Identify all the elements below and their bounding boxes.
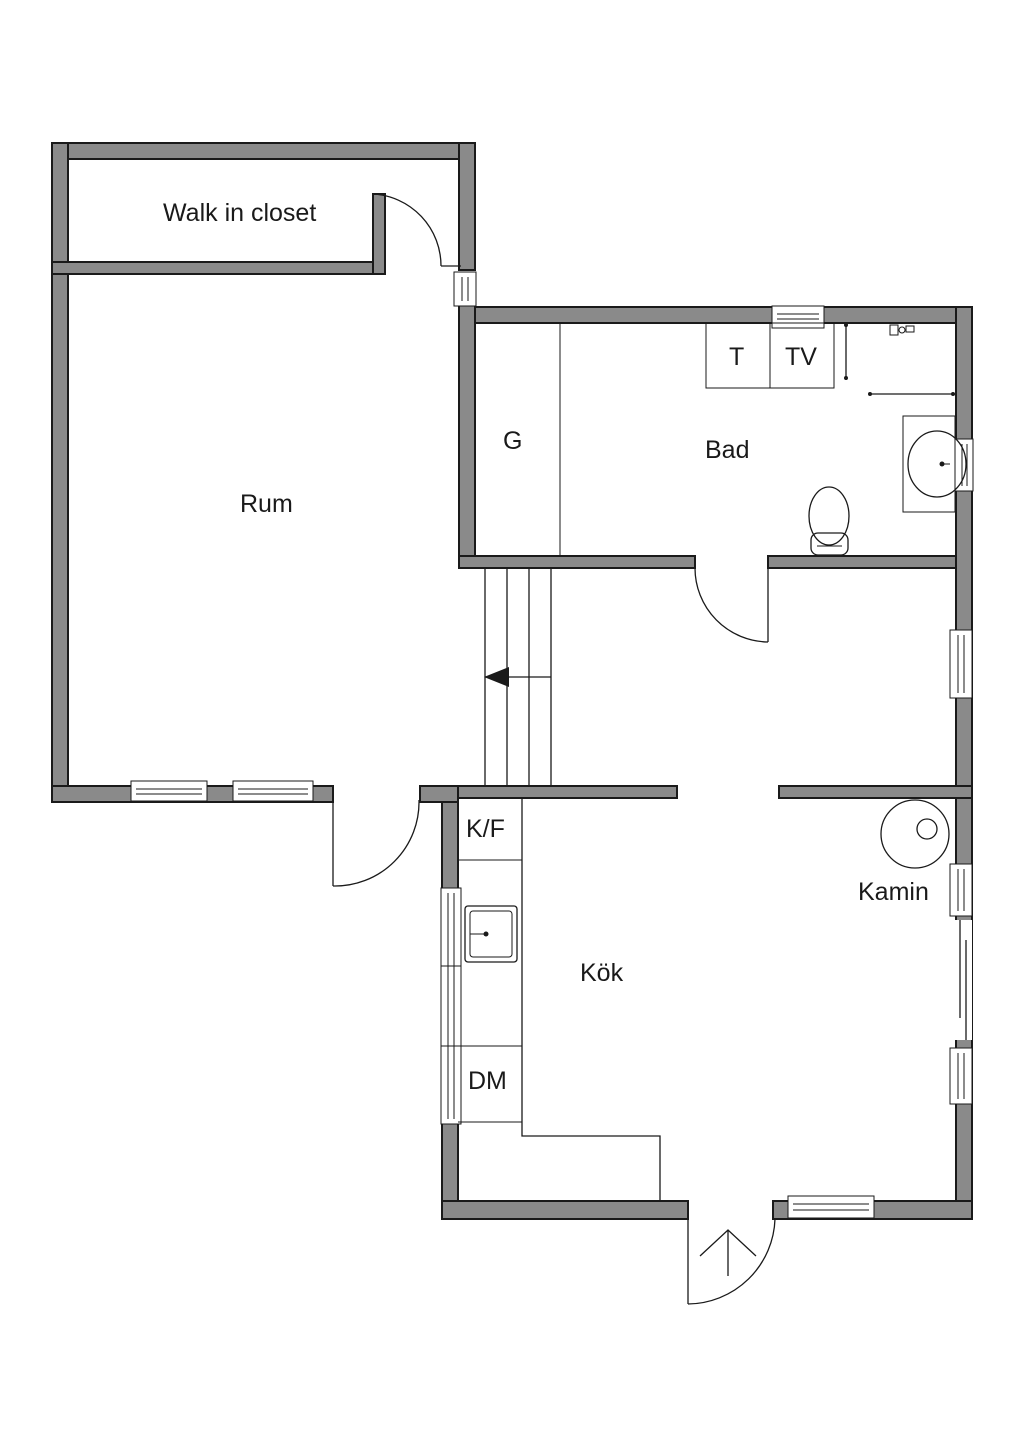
door-bad [694,567,769,643]
toilet-icon [808,486,850,556]
window [771,305,825,329]
fireplace-icon [880,799,950,869]
window [787,1195,875,1219]
fixture-label-g: G [503,427,522,455]
window [949,629,973,699]
windows [130,271,974,1219]
window [232,780,314,802]
wall-bad-left [458,304,476,569]
window [440,887,462,1125]
wall-closet-bottom [51,261,374,275]
bathroom-fixtures [559,322,967,556]
wall-hall-divider-right [778,785,973,799]
labels: Walk in closet Rum Bad Kök Kamin G T TV … [163,199,929,1095]
wall-closet-door-stub [372,193,386,275]
wall-bad-top [458,306,973,324]
room-label-rum: Rum [240,490,293,518]
window [949,863,973,917]
sink-icon [464,905,518,963]
fixture-label-t: T [729,343,744,371]
fixture-label-kamin: Kamin [858,878,929,906]
window [130,780,208,802]
fixture-label-dm: DM [468,1067,507,1095]
shower-icon [844,323,955,396]
wall-left-outer [51,142,69,803]
wall-kok-left-stub [419,785,459,803]
room-label-walk-in-closet: Walk in closet [163,199,316,227]
washbasin-icon [902,415,967,513]
room-label-kok: Kök [580,959,624,987]
dryer-box [769,322,835,389]
window [954,438,974,492]
door-closet [372,193,461,267]
window [453,271,477,307]
fixture-label-kf: K/F [466,815,505,843]
wall-closet-top [51,142,476,160]
room-label-bad: Bad [705,436,749,464]
window-sliding [950,920,972,1040]
wall-bad-bottom-right [767,555,973,569]
window [949,1047,973,1105]
walls [51,142,973,1220]
fixture-label-tv: TV [785,343,817,371]
kitchen-fixtures [458,797,950,1201]
wall-closet-right [458,142,476,271]
wall-kok-bottom-left [441,1200,689,1220]
entrance-arrow-icon [699,1229,757,1276]
door-entrance [687,1218,776,1305]
stair-arrow-icon [484,667,509,687]
stairs [484,568,552,786]
door-rum [332,799,420,887]
doors [332,193,776,1305]
wall-bad-bottom-left [458,555,696,569]
